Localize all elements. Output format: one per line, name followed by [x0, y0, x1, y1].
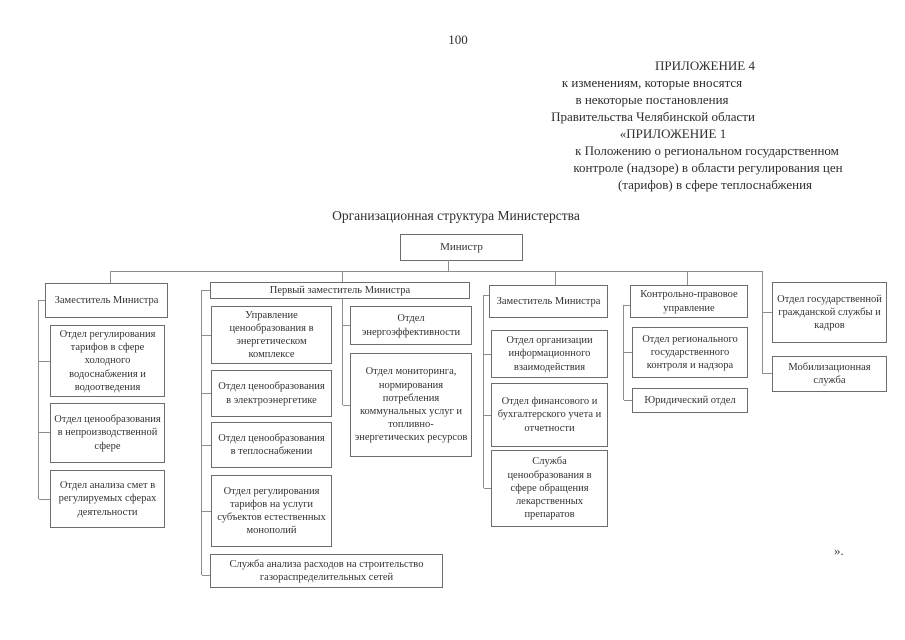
connector-line [202, 290, 210, 291]
connector-line [202, 575, 210, 576]
org-box-control-legal: Контрольно-правовое управление [630, 285, 748, 318]
org-unit-info-interaction: Отдел организации информационного взаимо… [491, 330, 608, 378]
org-unit-gas-network-costs: Служба анализа расходов на строительство… [210, 554, 443, 588]
org-box-deputy-1: Заместитель Министра [45, 283, 168, 318]
connector-line [484, 295, 489, 296]
org-unit-civil-service-hr: Отдел государственной гражданской службы… [772, 282, 887, 343]
connector-line [484, 415, 491, 416]
org-unit-legal: Юридический отдел [632, 388, 748, 413]
org-unit-pricing-electric: Отдел ценообразования в электроэнергетик… [211, 370, 332, 417]
chart-title: Организационная структура Министерства [332, 208, 580, 223]
connector-line [623, 305, 624, 400]
connector-line [448, 260, 449, 271]
connector-line [39, 300, 45, 301]
org-unit-pricing-heat: Отдел ценообразования в теплоснабжении [211, 422, 332, 468]
connector-line [39, 432, 50, 433]
connector-line [202, 335, 211, 336]
connector-line [342, 298, 343, 405]
connector-line [110, 271, 111, 283]
connector-line [484, 488, 491, 489]
connector-line [202, 393, 211, 394]
org-unit-mobilization: Мобилизационная служба [772, 356, 887, 392]
appendix-header-line: «ПРИЛОЖЕНИЕ 1 [619, 126, 727, 141]
connector-line [110, 271, 763, 272]
org-unit-drug-pricing: Служба ценообразования в сфере обращения… [491, 450, 608, 527]
connector-line [202, 445, 211, 446]
connector-line [343, 405, 350, 406]
org-box-minister: Министр [400, 234, 523, 261]
org-unit-pricing-energy-complex: Управление ценообразования в энергетичес… [211, 306, 332, 364]
connector-line [762, 271, 763, 374]
connector-line [39, 499, 50, 500]
connector-line [624, 305, 630, 306]
appendix-header-line: к изменениям, которые вносятся [561, 75, 743, 90]
connector-line [484, 354, 491, 355]
connector-line [763, 373, 772, 374]
org-unit-tariff-natural-monopolies: Отдел регулирования тарифов на услуги су… [211, 475, 332, 547]
connector-line [201, 290, 202, 575]
org-unit-estimates-analysis: Отдел анализа смет в регулируемых сферах… [50, 470, 165, 528]
org-unit-finance-accounting: Отдел финансового и бухгалтерского учета… [491, 383, 608, 447]
appendix-header: ПРИЛОЖЕНИЕ 4 к изменениям, которые внося… [530, 57, 860, 193]
appendix-header-line: к Положению о региональном государственн… [575, 143, 839, 158]
appendix-header-line: контроле (надзоре) в области регулирован… [573, 160, 843, 175]
org-unit-tariff-regulation-water: Отдел регулирования тарифов в сфере холо… [50, 325, 165, 397]
connector-line [687, 271, 688, 285]
connector-line [624, 400, 632, 401]
connector-line [483, 295, 484, 488]
connector-line [555, 271, 556, 285]
closing-quote-mark: ». [834, 543, 844, 558]
connector-line [763, 312, 772, 313]
connector-line [39, 361, 50, 362]
org-box-deputy-2: Заместитель Министра [489, 285, 608, 318]
org-unit-monitoring: Отдел мониторинга, нормирования потребле… [350, 353, 472, 457]
org-unit-pricing-nonproduction: Отдел ценообразования в непроизводственн… [50, 403, 165, 463]
page-number: 100 [448, 32, 468, 47]
appendix-header-line: Правительства Челябинской области [551, 109, 755, 124]
connector-line [343, 325, 350, 326]
connector-line [38, 300, 39, 499]
org-unit-energy-efficiency: Отдел энергоэффективности [350, 306, 472, 345]
connector-line [624, 352, 632, 353]
connector-line [342, 271, 343, 282]
org-unit-regional-control: Отдел регионального государственного кон… [632, 327, 748, 378]
connector-line [202, 511, 211, 512]
appendix-header-line: в некоторые постановления [575, 92, 729, 107]
appendix-header-line: (тарифов) в сфере теплоснабжения [617, 177, 813, 192]
org-box-first-deputy: Первый заместитель Министра [210, 282, 470, 299]
appendix-header-line: ПРИЛОЖЕНИЕ 4 [655, 58, 755, 73]
